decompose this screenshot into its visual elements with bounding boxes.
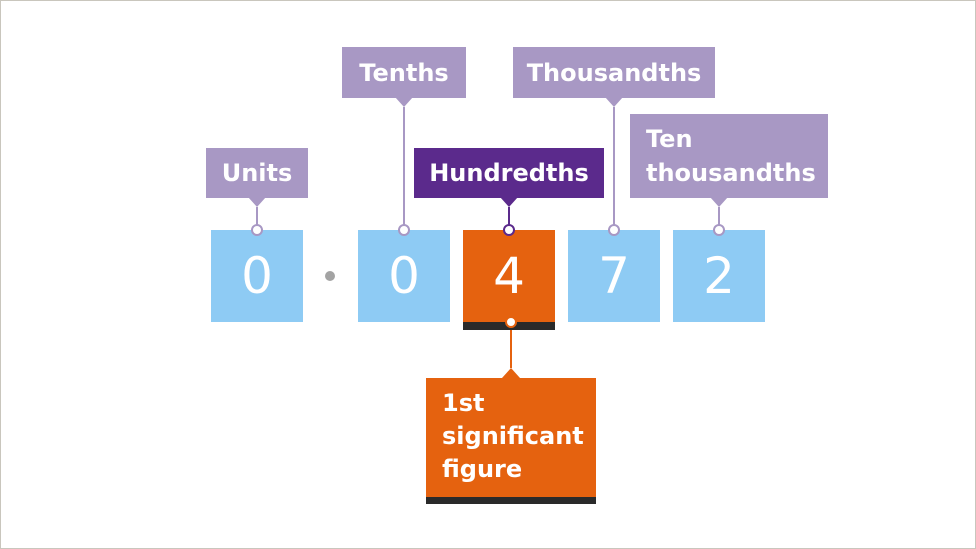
units-dot <box>251 224 263 236</box>
tenths-dot <box>398 224 410 236</box>
callout-line1: 1st <box>442 389 485 417</box>
hundredths-dot <box>503 224 515 236</box>
tenths-label: Tenths <box>342 47 466 98</box>
hundredths-pointer <box>500 197 518 207</box>
units-label-text: Units <box>221 159 293 187</box>
digit-thousandths: 7 <box>568 230 660 322</box>
callout-pointer <box>502 368 520 378</box>
units-pointer <box>248 197 266 207</box>
thousandths-label: Thousandths <box>513 47 715 98</box>
thousandths-pointer <box>605 97 623 107</box>
callout-dot <box>505 316 517 328</box>
units-label: Units <box>206 148 308 198</box>
ten-thousandths-pointer <box>710 197 728 207</box>
callout-line2: significant <box>442 422 584 450</box>
tenths-pointer <box>395 97 413 107</box>
hundredths-label-text: Hundredths <box>429 159 589 187</box>
ten-thousandths-label-line1: Ten <box>646 125 693 153</box>
significant-figure-callout: 1st significant figure <box>426 378 596 504</box>
digit-tenths: 0 <box>358 230 450 322</box>
hundredths-label: Hundredths <box>414 148 604 198</box>
digit-units: 0 <box>211 230 303 322</box>
callout-line3: figure <box>442 455 523 483</box>
tenths-label-text: Tenths <box>359 58 449 87</box>
ten-thousandths-dot <box>713 224 725 236</box>
thousandths-dot <box>608 224 620 236</box>
decimal-point <box>325 271 335 281</box>
digit-ten-thousandths: 2 <box>673 230 765 322</box>
ten-thousandths-label-line2: thousandths <box>646 159 816 187</box>
thousandths-label-text: Thousandths <box>526 58 702 87</box>
ten-thousandths-label: Ten thousandths <box>630 114 828 198</box>
